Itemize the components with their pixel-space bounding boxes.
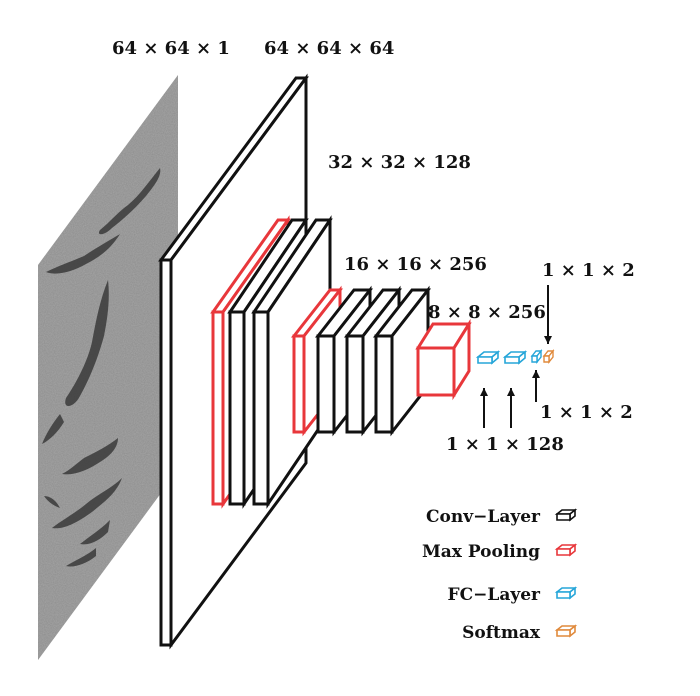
legend-icon-conv <box>554 508 578 522</box>
legend-label-maxpool: Max Pooling <box>422 542 540 562</box>
legend-label-softmax: Softmax <box>462 623 541 643</box>
arrow-fc1 <box>480 388 488 428</box>
pool3-dim-label: 8 × 8 × 256 <box>428 302 546 323</box>
pool4-cube <box>415 318 472 401</box>
legend-icon-softmax <box>554 624 578 638</box>
input-image <box>38 75 178 660</box>
fc-dim-label: 1 × 1 × 128 <box>446 434 564 455</box>
legend-label-fc: FC−Layer <box>448 585 542 605</box>
conv3-dim-label: 16 × 16 × 256 <box>344 254 487 275</box>
arrow-fc3 <box>532 370 540 402</box>
network-layers <box>158 73 555 650</box>
fc3-layer <box>530 349 543 364</box>
conv2b-layer <box>251 215 333 509</box>
fc1-layer <box>475 350 501 365</box>
legend-label-conv: Conv−Layer <box>426 507 541 527</box>
dimension-arrows <box>480 285 552 428</box>
conv2-dim-label: 32 × 32 × 128 <box>328 152 471 173</box>
conv1-dim-label: 64 × 64 × 64 <box>264 38 394 59</box>
arrow-softmax <box>544 285 552 344</box>
fc2-layer <box>502 350 528 365</box>
softmax-top-dim-label: 1 × 1 × 2 <box>542 260 635 281</box>
softmax-bottom-dim-label: 1 × 1 × 2 <box>540 402 633 423</box>
input-dim-label: 64 × 64 × 1 <box>112 38 230 59</box>
arrow-fc2 <box>507 388 515 428</box>
legend-icon-fc <box>554 586 578 600</box>
legend-icon-maxpool <box>554 543 578 557</box>
softmax-layer <box>542 349 555 364</box>
legend: Conv−Layer Max Pooling FC−Layer Softmax <box>422 507 578 643</box>
